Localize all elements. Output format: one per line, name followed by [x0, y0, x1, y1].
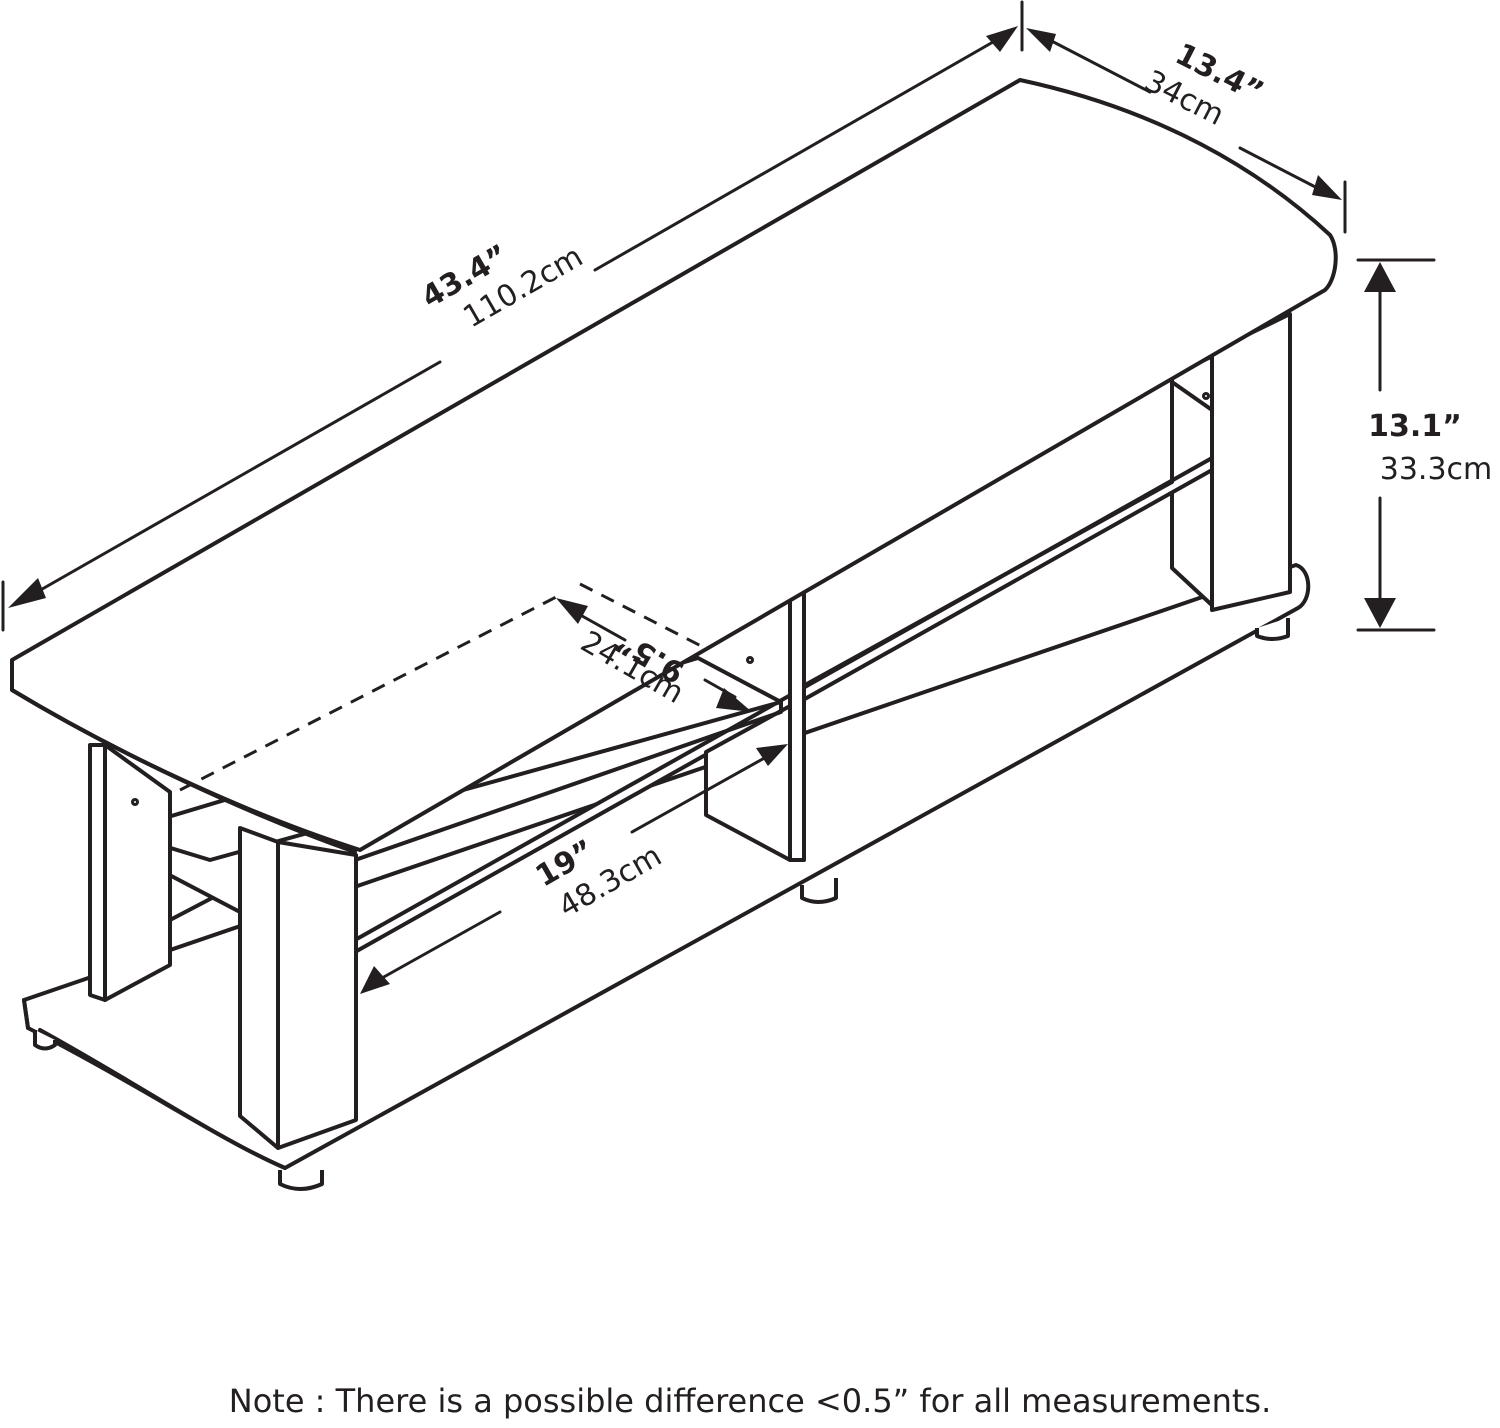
hole-marks	[131, 392, 1210, 806]
front-left-panel	[238, 826, 358, 1150]
top-board	[10, 78, 1338, 854]
measurement-note: Note : There is a possible difference <0…	[228, 1382, 1272, 1420]
left-rear-panel	[88, 743, 214, 1002]
shelf-width-dimension-line	[360, 744, 788, 994]
center-divider	[704, 590, 806, 862]
height-dimension-line	[1356, 258, 1436, 632]
length-dimension-line	[1, 0, 1024, 632]
height-metric: 33.3cm	[1380, 452, 1493, 487]
depth-dimension-line	[1026, 28, 1347, 234]
shelf-depth-dimension-line	[179, 582, 752, 792]
height-label: 13.1” 33.3cm	[1368, 409, 1492, 487]
feet	[33, 618, 1290, 1191]
rear-right-panel	[1170, 312, 1292, 612]
height-imperial: 13.1”	[1368, 409, 1462, 444]
length-label: 43.4” 110.2cm	[416, 238, 589, 335]
